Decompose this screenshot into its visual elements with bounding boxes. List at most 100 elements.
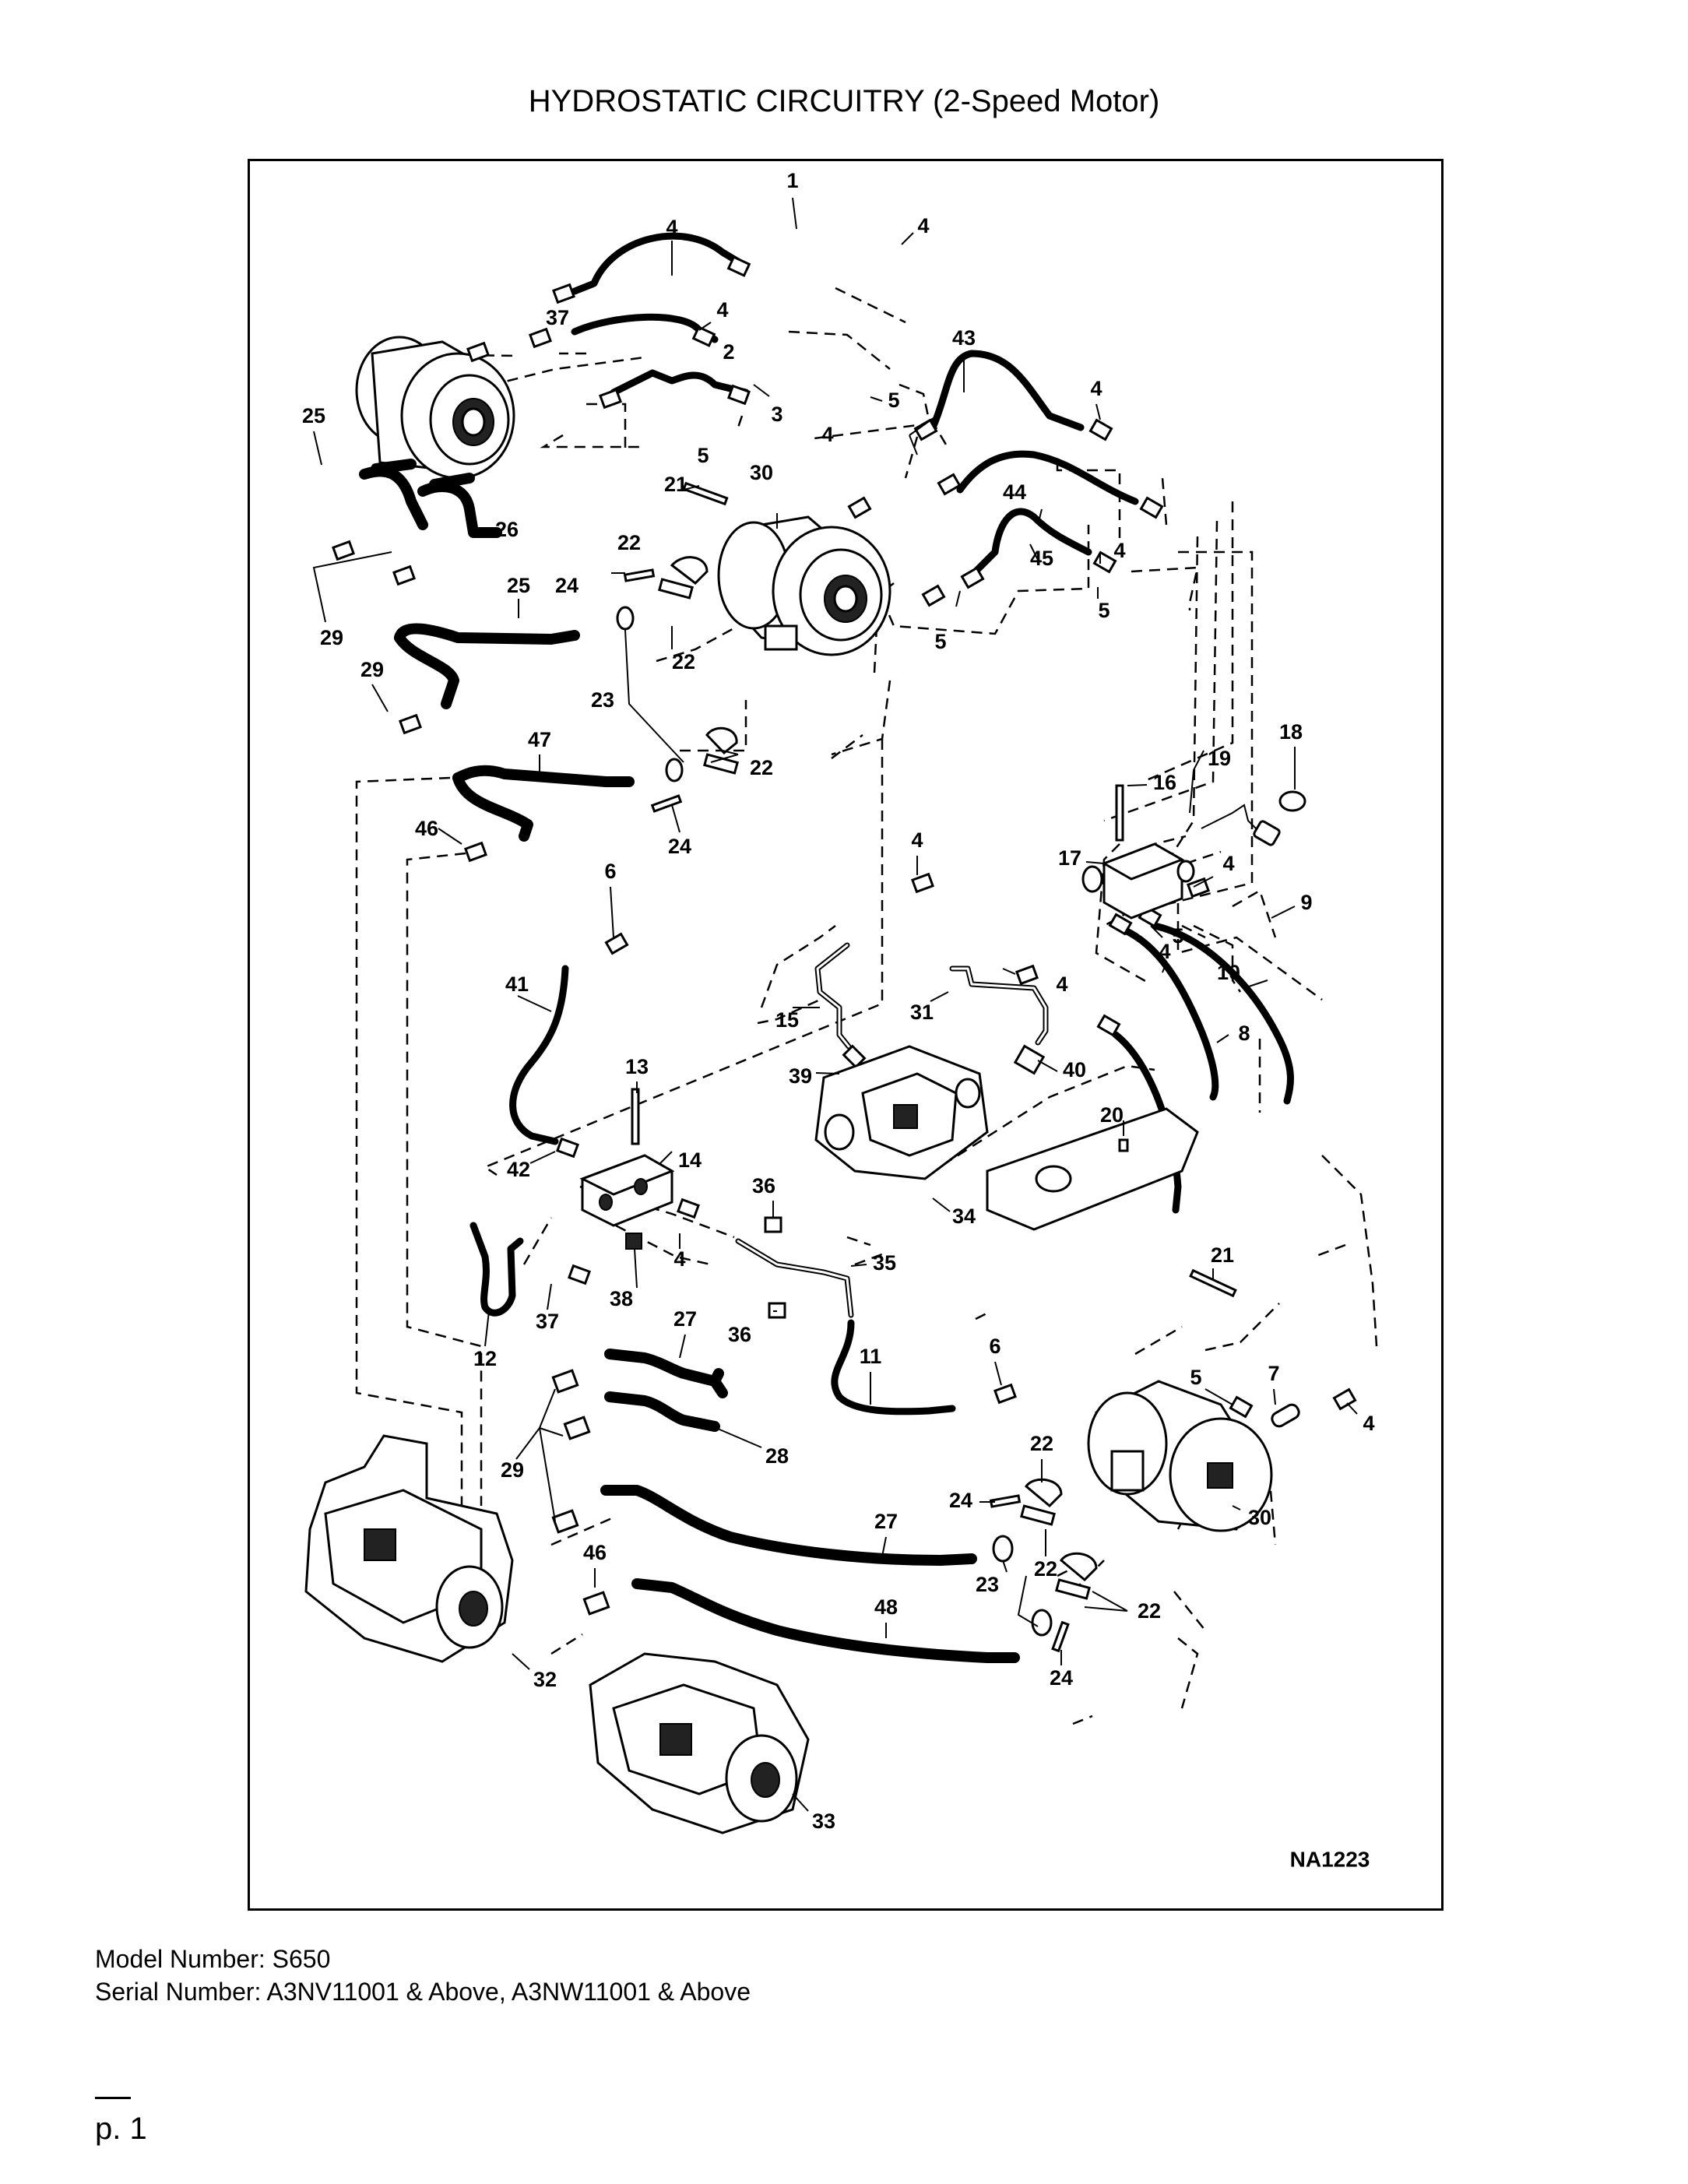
drive-motor-lower (1087, 1380, 1273, 1532)
callout: 8 (1238, 1022, 1250, 1045)
hose-12 (469, 1222, 524, 1317)
callout: 21 (664, 473, 688, 496)
callout: 5 (697, 444, 709, 467)
callout: 33 (812, 1809, 835, 1833)
callout-labels: 1 4 4 37 2 4 43 3 5 4 25 5 4 21 30 4 4 26… (302, 169, 1375, 1833)
callout: 11 (860, 1345, 882, 1368)
callout: 27 (673, 1307, 697, 1331)
callout: 31 (910, 1001, 934, 1024)
drive-motor-upper-right (717, 515, 891, 656)
callout: 3 (771, 403, 782, 426)
callout: 4 (1159, 940, 1170, 963)
callout: 42 (507, 1158, 530, 1181)
hose-11 (831, 1319, 956, 1416)
hose-2 (571, 313, 719, 343)
page-number-rule (95, 2097, 131, 2099)
drive-motor-upper-left (355, 336, 515, 480)
hose-27-lower (600, 1485, 977, 1566)
callout: 7 (1268, 1362, 1279, 1385)
callout: 20 (1100, 1103, 1124, 1127)
callout: 39 (789, 1064, 812, 1088)
callout: 4 (1056, 972, 1067, 996)
callout: 4 (666, 216, 677, 239)
hose-8 (1112, 1031, 1182, 1214)
callout: 23 (591, 688, 614, 712)
callout: 16 (1153, 771, 1176, 794)
callout: 6 (604, 860, 616, 883)
callout: 17 (1058, 846, 1081, 870)
callout: 5 (1098, 599, 1110, 622)
callout: 23 (976, 1573, 999, 1596)
callout: 45 (1030, 547, 1053, 570)
fittings (332, 255, 1357, 1616)
callout: 25 (507, 574, 530, 597)
callout: 27 (874, 1510, 898, 1533)
callout: 30 (1248, 1506, 1271, 1529)
callout: 46 (583, 1541, 607, 1564)
callout: 19 (1208, 747, 1231, 770)
tube-15 (814, 942, 852, 1050)
callout: 12 (473, 1347, 497, 1370)
callout: 13 (625, 1055, 649, 1078)
hose-45 (972, 508, 1092, 575)
tube-31 (949, 965, 1049, 1046)
callout: 18 (1279, 720, 1303, 744)
callout: 26 (495, 518, 519, 541)
hose-9 (1151, 922, 1294, 1105)
callout: 4 (917, 214, 929, 237)
figure-code: NA1223 (1290, 1847, 1370, 1871)
callout: 24 (1050, 1666, 1073, 1690)
bolt-16 (1115, 784, 1124, 842)
callout: 35 (873, 1251, 896, 1275)
pump-33 (589, 1652, 810, 1834)
callout: 1 (786, 169, 798, 192)
hose-41 (509, 965, 569, 1145)
flange-parts-upper (616, 556, 739, 813)
page-number: p. 1 (95, 2112, 147, 2146)
nut-38 (625, 1233, 642, 1250)
hydrostatic-circuit-diagram: .hose { fill: none; stroke: #000; stroke… (302, 169, 1378, 1871)
callout: 36 (752, 1174, 775, 1198)
hose-25-upper (359, 459, 428, 530)
callout: 5 (1172, 924, 1183, 948)
callout: 36 (728, 1323, 751, 1346)
callout: 43 (952, 326, 976, 350)
callout: 24 (555, 574, 578, 597)
leader-lines (312, 197, 1358, 1812)
callout: 46 (415, 817, 438, 840)
callout: 4 (716, 298, 728, 322)
callout: 38 (610, 1287, 633, 1310)
callout: 5 (888, 389, 899, 412)
callout: 24 (949, 1489, 972, 1512)
callout: 9 (1300, 891, 1312, 914)
callout: 15 (775, 1008, 799, 1032)
callout: 22 (617, 531, 641, 554)
callout: 5 (934, 630, 946, 653)
callout: 48 (874, 1595, 898, 1619)
callout: 28 (765, 1444, 789, 1468)
hose-28 (604, 1391, 720, 1432)
fitting-40 (1013, 1044, 1046, 1075)
bolt-21-lower (1189, 1268, 1237, 1298)
callout: 25 (302, 404, 325, 427)
tube-35 (735, 1238, 854, 1318)
pump-32 (304, 1434, 514, 1663)
clamp-36-upper (764, 1216, 782, 1233)
hose-26 (417, 473, 502, 538)
serial-number: Serial Number: A3NV11001 & Above, A3NW11… (95, 1978, 751, 2006)
callout: 6 (989, 1335, 1000, 1358)
bolt-13 (631, 1088, 640, 1145)
callout: 4 (673, 1247, 685, 1271)
callout: 4 (1222, 852, 1234, 875)
callout: 37 (536, 1310, 559, 1333)
callout: 2 (723, 340, 734, 364)
callout: 22 (672, 650, 695, 673)
plate-20 (986, 1107, 1199, 1231)
hose-44 (956, 450, 1139, 505)
callout: 41 (505, 972, 529, 996)
hose-10 (1120, 926, 1219, 1101)
callout: 5 (1190, 1366, 1201, 1389)
callout: 47 (528, 728, 551, 751)
valve-17 (1081, 842, 1195, 920)
oring-18 (1278, 790, 1306, 812)
